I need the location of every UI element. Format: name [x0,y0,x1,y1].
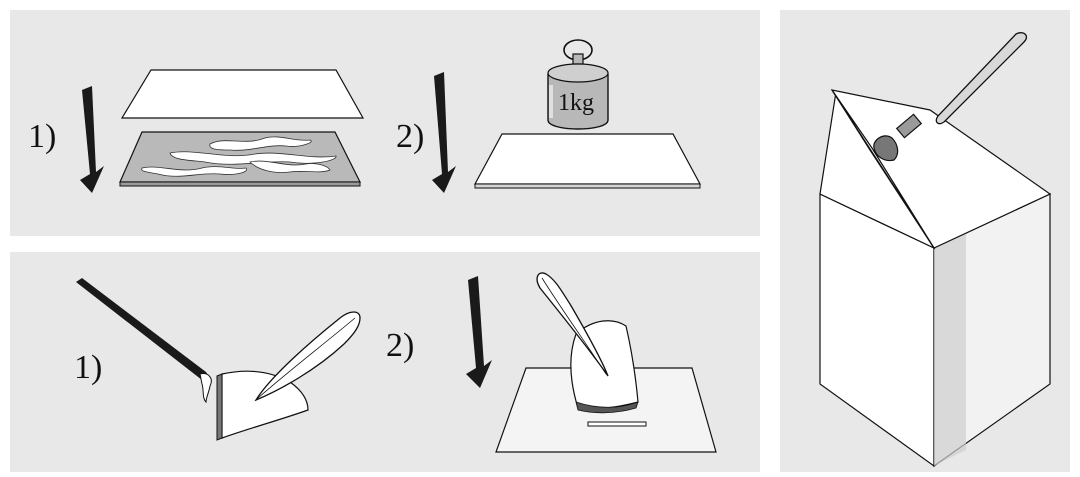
panel-glue-folds [780,10,1070,472]
glued-sheet-edge [120,182,360,186]
slot [588,422,646,426]
insert-tab-illustration: 1) 2) [10,252,760,472]
step-2-label: 2) [396,118,424,155]
step-2-label: 2) [386,327,414,364]
step-1-label: 1) [28,118,56,155]
glue-folds-illustration [780,10,1070,472]
fold-shading [934,232,966,466]
pressed-sheet [475,134,700,184]
pressed-sheet-edge [475,184,700,188]
down-arrow-icon [80,86,104,193]
down-arrow-icon [432,72,456,193]
tab-piece [222,371,308,438]
top-sheet [122,70,363,118]
panel-insert-tab: 1) 2) [10,252,760,472]
tab-piece-edge [217,374,222,440]
step-1-label: 1) [74,349,102,386]
down-arrow-icon [466,276,492,388]
weight-label: 1kg [558,90,594,116]
feather-shaft [258,318,355,398]
glue-drop [200,374,211,402]
panel-press-sheets: 1) 2) 1kg [10,10,760,236]
press-sheets-illustration: 1) 2) 1kg [10,10,760,236]
